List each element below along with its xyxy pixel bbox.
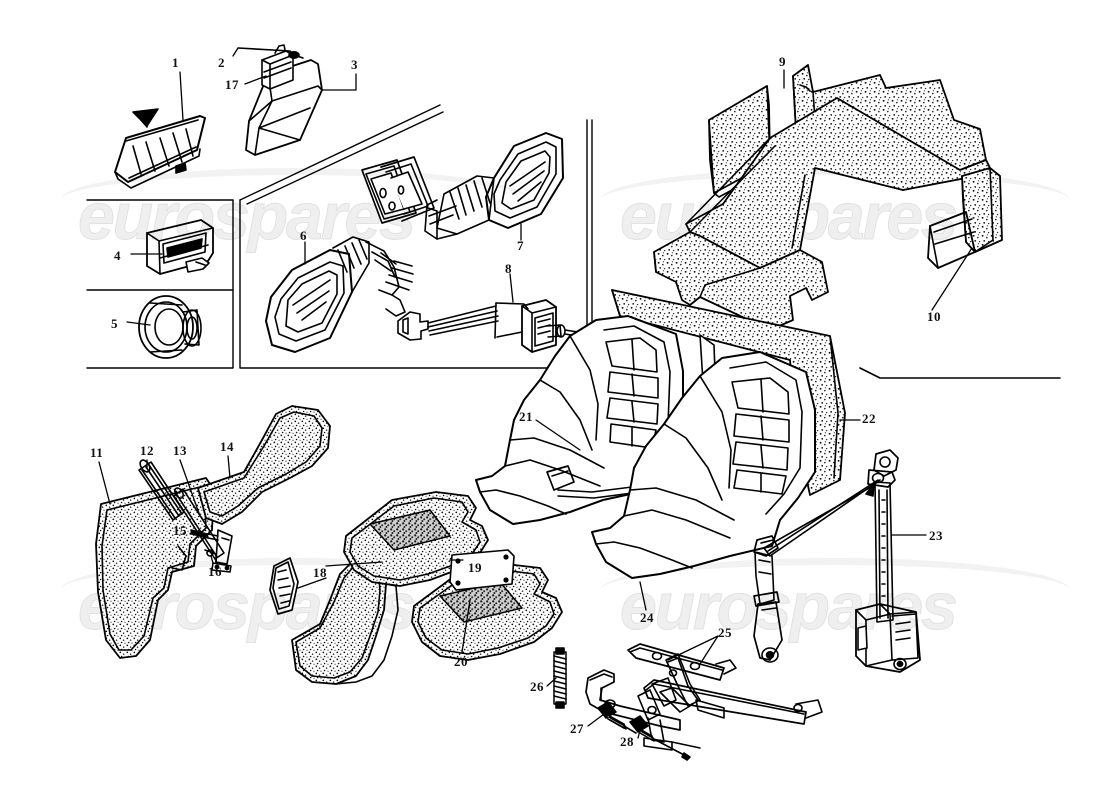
part-pedal-pad bbox=[269, 557, 299, 615]
base-rule-right bbox=[859, 367, 1061, 379]
callout-20: 20 bbox=[454, 654, 468, 669]
part-bolt-long bbox=[629, 715, 691, 761]
part-mirror-cable-switch bbox=[397, 299, 579, 353]
part-floor-mat-lower bbox=[411, 563, 563, 661]
callout-24: 24 bbox=[640, 610, 654, 625]
callout-19: 19 bbox=[468, 560, 482, 575]
part-rear-carpet-set bbox=[653, 64, 1003, 331]
part-spring bbox=[553, 647, 567, 709]
callout-28: 28 bbox=[620, 734, 634, 749]
callout-27: 27 bbox=[570, 721, 584, 736]
callout-25: 25 bbox=[718, 625, 732, 640]
callout-8: 8 bbox=[505, 261, 512, 276]
part-left-seat bbox=[475, 315, 684, 525]
callout-1: 1 bbox=[172, 55, 179, 70]
panel-frame-switch bbox=[86, 199, 234, 369]
leader-lines bbox=[98, 47, 973, 739]
callout-17: 17 bbox=[225, 77, 239, 92]
callout-11: 11 bbox=[90, 445, 104, 460]
callout-7: 7 bbox=[517, 238, 524, 253]
panel-frame-mirrors bbox=[239, 104, 593, 369]
part-sun-visor bbox=[237, 44, 323, 156]
callout-22: 22 bbox=[862, 411, 876, 426]
part-trim-rod bbox=[173, 487, 225, 560]
callout-3: 3 bbox=[351, 57, 358, 72]
callout-5: 5 bbox=[111, 316, 118, 331]
callout-21: 21 bbox=[519, 409, 533, 424]
part-seat-rails bbox=[585, 643, 823, 751]
part-footwell-carpet-left bbox=[197, 405, 331, 525]
callout-6: 6 bbox=[300, 228, 307, 243]
part-right-seat bbox=[591, 351, 816, 579]
callout-2: 2 bbox=[218, 55, 225, 70]
part-seat-belt bbox=[753, 449, 921, 673]
part-speaker bbox=[138, 295, 202, 359]
callout-15: 15 bbox=[173, 523, 187, 538]
part-window-switch bbox=[146, 219, 214, 275]
part-left-external-mirror bbox=[265, 236, 414, 353]
callout-10: 10 bbox=[927, 309, 941, 324]
callout-14: 14 bbox=[220, 439, 234, 454]
part-screw-bracket bbox=[190, 529, 233, 573]
callout-4: 4 bbox=[114, 248, 121, 263]
callout-23: 23 bbox=[929, 528, 943, 543]
part-sill-carpet-lower bbox=[291, 557, 399, 685]
callout-9: 9 bbox=[779, 54, 786, 69]
part-right-external-mirror bbox=[424, 132, 564, 240]
callout-26: 26 bbox=[530, 679, 544, 694]
callout-16: 16 bbox=[208, 564, 222, 579]
part-interior-mirror bbox=[114, 108, 206, 189]
callout-18: 18 bbox=[313, 565, 327, 580]
callout-13: 13 bbox=[173, 443, 187, 458]
part-bolt-short bbox=[597, 701, 637, 734]
callout-12: 12 bbox=[140, 443, 154, 458]
part-id-plate bbox=[449, 549, 515, 591]
part-mirror-mount-plates bbox=[361, 156, 435, 224]
